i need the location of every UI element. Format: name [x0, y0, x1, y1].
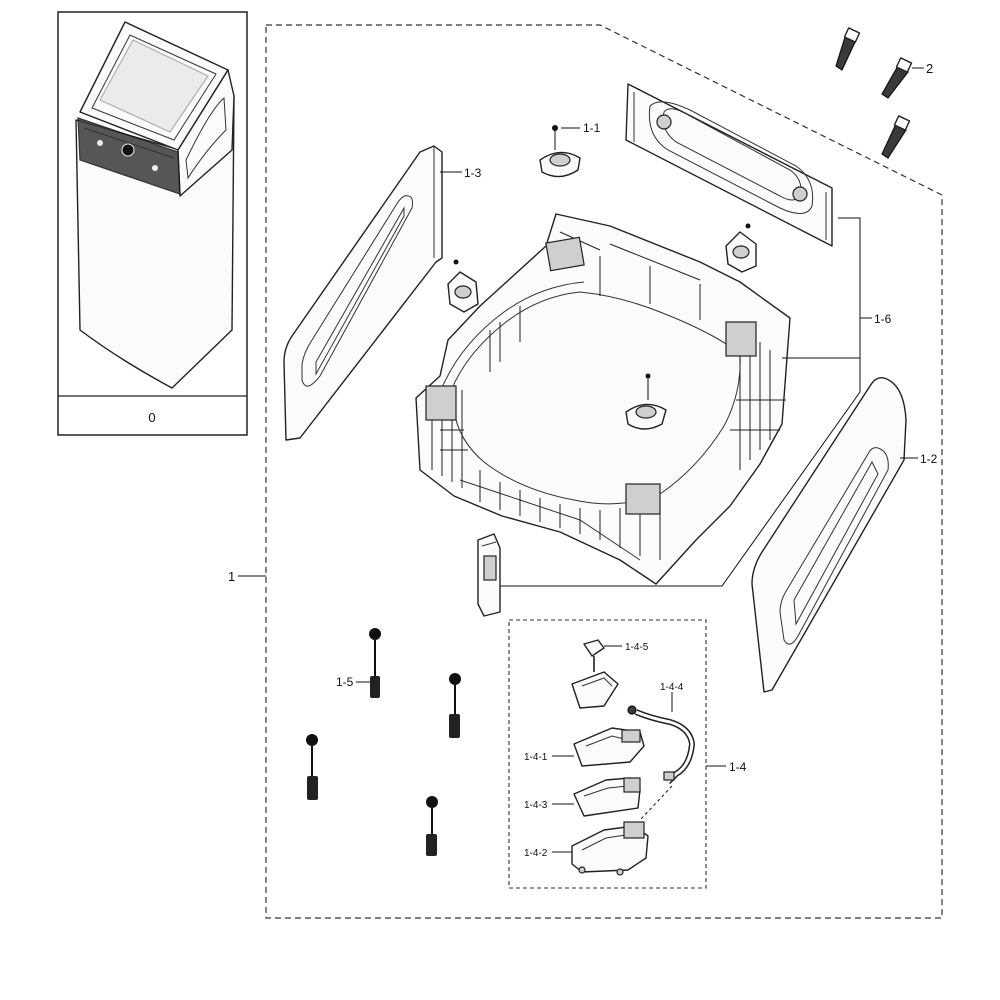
damper-mount-left	[447, 259, 479, 313]
label-1-6: 1-6	[874, 312, 892, 326]
label-2: 2	[926, 61, 933, 76]
leader-lines	[238, 127, 918, 853]
label-1-2: 1-2	[920, 452, 938, 466]
pump-subassembly-box	[508, 619, 707, 889]
label-1: 1	[228, 569, 235, 584]
washer-illustration	[75, 21, 235, 389]
front-bracket	[477, 533, 501, 617]
label-1-4-1: 1-4-1	[524, 752, 548, 763]
left-side-panel	[283, 145, 443, 441]
leveling-leg-1	[369, 628, 381, 698]
part-1-4-5	[571, 639, 619, 709]
label-1-3: 1-3	[464, 166, 482, 180]
part-1-4-4-hose	[627, 705, 696, 785]
screw-middle	[881, 57, 913, 99]
leveling-leg-3	[306, 734, 318, 800]
rear-bracket	[625, 83, 833, 247]
base-frame	[415, 213, 791, 585]
label-1-4-4: 1-4-4	[660, 682, 684, 693]
leveling-leg-4	[426, 796, 438, 856]
damper-mount-center	[625, 373, 667, 430]
hose-dotted-path	[639, 785, 673, 821]
inset-caption: 0	[148, 410, 155, 425]
leveling-leg-2	[449, 673, 461, 738]
part-1-4-1	[573, 727, 645, 767]
damper-mount-top	[539, 125, 581, 178]
part-1-4-3	[573, 777, 641, 817]
assembly-boundary	[265, 24, 943, 919]
damper-mount-right	[725, 223, 757, 273]
screw-bottom	[881, 115, 911, 159]
part-1-4-2	[571, 821, 649, 876]
label-1-4-5: 1-4-5	[625, 642, 649, 653]
label-1-5: 1-5	[336, 675, 354, 689]
label-1-1: 1-1	[583, 121, 601, 135]
right-side-panel	[751, 376, 907, 693]
label-1-4-3: 1-4-3	[524, 800, 548, 811]
screw-top	[835, 27, 861, 71]
label-1-4-2: 1-4-2	[524, 848, 548, 859]
label-1-4: 1-4	[729, 760, 747, 774]
